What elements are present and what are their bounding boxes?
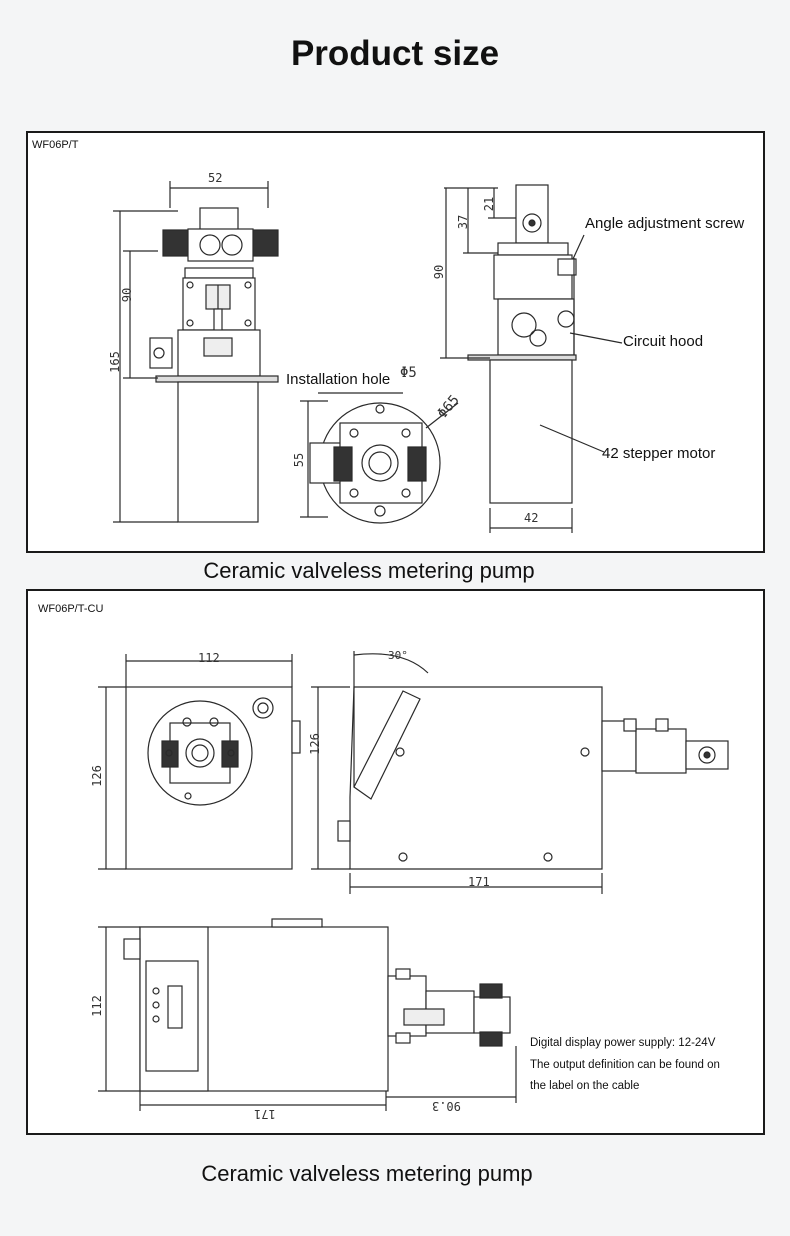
note-output-definition: The output definition can be found on <box>530 1059 720 1071</box>
model-label: WF06P/T <box>32 139 79 151</box>
page-title: Product size <box>290 34 500 73</box>
dim-cu-front-height: 126 <box>89 765 104 787</box>
dim-flange-height: 55 <box>292 452 307 468</box>
dim-front-height-total: 165 <box>107 351 122 373</box>
note-label-cable: the label on the cable <box>530 1080 640 1092</box>
dim-side-height-cap: 21 <box>482 196 497 212</box>
callout-stepper-motor: 42 stepper motor <box>602 445 716 462</box>
caption-wf06pt: Ceramic valveless metering pump <box>203 558 535 583</box>
dim-cu-front-width: 112 <box>198 651 220 665</box>
callout-circuit-hood: Circuit hood <box>623 333 704 350</box>
pump-drawing-wf06pt <box>113 181 623 533</box>
dim-side-height: 90 <box>432 264 447 280</box>
dim-hole-dia: Φ5 <box>400 365 417 381</box>
note-power-supply: Digital display power supply: 12-24V <box>530 1037 716 1049</box>
pump-drawing-wf06pt-cu <box>98 651 729 1111</box>
dim-cu-top-height: 112 <box>89 995 104 1017</box>
dim-motor-width: 42 <box>524 511 539 525</box>
model-label: WF06P/T-CU <box>38 603 104 615</box>
dim-front-width: 52 <box>208 171 223 185</box>
drawing-panel-wf06pt-cu: WF06P/T-CU <box>26 589 765 1135</box>
dim-cu-side-length: 171 <box>468 875 490 889</box>
dim-cu-top-length: 171 <box>254 1107 276 1121</box>
dim-cu-pump-length: 90.3 <box>432 1099 461 1113</box>
dim-cu-angle: 30° <box>388 649 408 662</box>
dim-cu-side-height: 126 <box>307 733 322 755</box>
callout-installation-hole: Installation hole <box>286 371 391 388</box>
callout-angle-screw: Angle adjustment screw <box>585 215 745 232</box>
drawing-panel-wf06pt: WF06P/T <box>26 131 765 553</box>
dim-front-height-top: 90 <box>120 287 135 303</box>
dim-side-height-top: 37 <box>456 214 471 230</box>
caption-wf06pt-cu: Ceramic valveless metering pump <box>201 1161 533 1186</box>
